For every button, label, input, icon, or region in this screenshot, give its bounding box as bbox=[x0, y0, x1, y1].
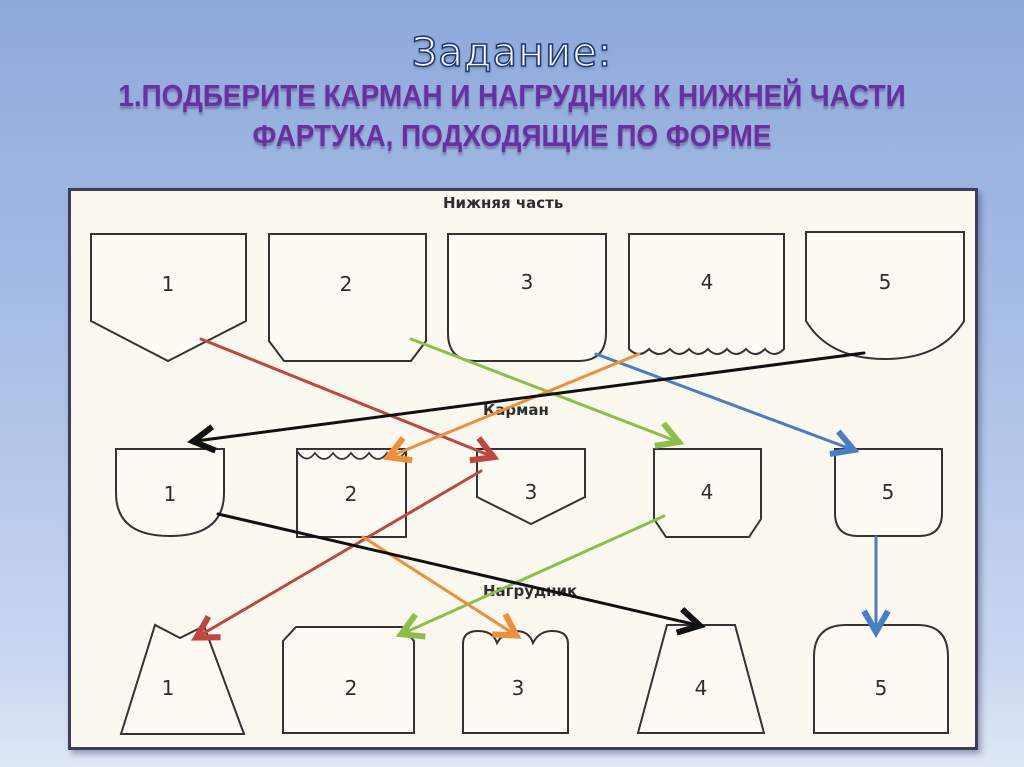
svg-text:1: 1 bbox=[162, 272, 175, 296]
svg-text:3: 3 bbox=[521, 270, 534, 294]
arrow-black-pocket1-bib4 bbox=[216, 512, 697, 625]
arrow-green-bottom2-pocket4 bbox=[409, 337, 676, 441]
slide-title: Задание: 1.ПОДБЕРИТЕ КАРМАН И НАГРУДНИК … bbox=[0, 29, 1024, 156]
connection-arrows bbox=[196, 337, 876, 636]
bottom-part-5: 5 bbox=[805, 231, 965, 361]
pocket-2: 2 bbox=[296, 448, 407, 538]
bottom-part-3: 3 bbox=[447, 233, 607, 362]
svg-text:5: 5 bbox=[875, 676, 888, 700]
arrow-black-bottom5-pocket1 bbox=[196, 351, 866, 441]
bottom-part-2: 2 bbox=[268, 233, 427, 362]
pocket-4: 4 bbox=[653, 448, 762, 538]
bib-3: 3 bbox=[462, 629, 569, 734]
svg-text:1: 1 bbox=[164, 482, 177, 506]
arrow-red-pocket3-bib1 bbox=[199, 469, 483, 636]
svg-text:1: 1 bbox=[162, 676, 175, 700]
svg-text:2: 2 bbox=[345, 676, 358, 700]
svg-text:3: 3 bbox=[525, 480, 538, 504]
arrow-blue-bottom3-pocket5 bbox=[594, 352, 851, 449]
svg-text:4: 4 bbox=[701, 480, 714, 504]
bib-5: 5 bbox=[813, 624, 949, 734]
arrow-red-bottom1-pocket3 bbox=[199, 337, 491, 456]
svg-text:4: 4 bbox=[701, 270, 714, 294]
svg-text:4: 4 bbox=[695, 676, 708, 700]
svg-text:2: 2 bbox=[345, 482, 358, 506]
pocket-3: 3 bbox=[476, 448, 586, 526]
bib-2: 2 bbox=[282, 626, 415, 734]
pocket-1: 1 bbox=[115, 448, 225, 538]
task-line-2: ФАРТУКА, ПОДХОДЯЩИЕ ПО ФОРМЕ bbox=[252, 118, 772, 153]
pocket-5: 5 bbox=[834, 448, 943, 537]
bib-4: 4 bbox=[636, 624, 766, 734]
svg-text:3: 3 bbox=[512, 676, 525, 700]
section-label-bottom: Нижняя часть bbox=[443, 194, 563, 212]
task-line-1: 1.ПОДБЕРИТЕ КАРМАН И НАГРУДНИК К НИЖНЕЙ … bbox=[118, 78, 906, 113]
svg-text:5: 5 bbox=[882, 480, 895, 504]
arrow-orange-bottom4-pocket2 bbox=[391, 352, 641, 456]
bottom-part-1: 1 bbox=[90, 233, 247, 363]
svg-text:2: 2 bbox=[340, 272, 353, 296]
arrow-green-pocket4-bib2 bbox=[404, 514, 666, 633]
diagram-canvas: Нижняя часть Карман Нагрудник 1 2 3 4 5 … bbox=[90, 194, 965, 735]
svg-text:5: 5 bbox=[879, 270, 892, 294]
assignment-heading: Задание: bbox=[411, 29, 613, 77]
section-label-pocket: Карман bbox=[483, 401, 549, 419]
apron-matching-diagram: Нижняя часть Карман Нагрудник 1 2 3 4 5 … bbox=[68, 188, 978, 750]
bottom-part-4: 4 bbox=[628, 233, 785, 355]
bib-1: 1 bbox=[119, 623, 246, 735]
